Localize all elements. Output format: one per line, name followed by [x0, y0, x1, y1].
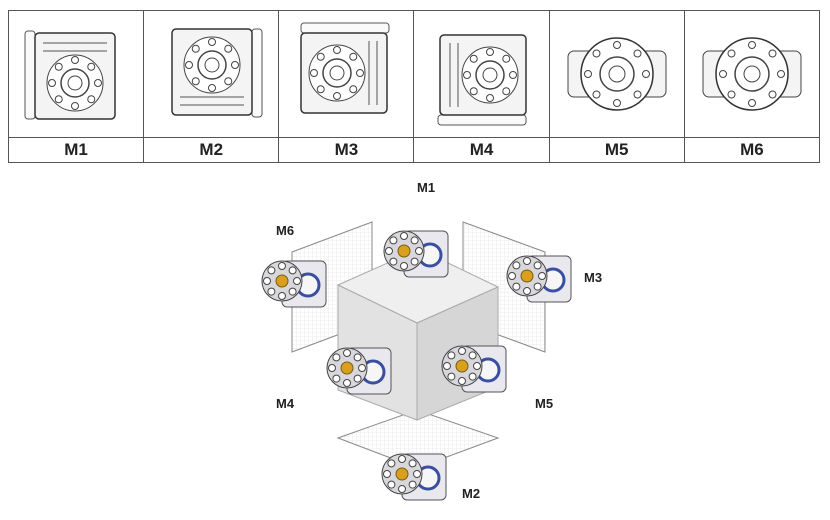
cube-label-m3: M3 — [584, 270, 603, 285]
motor-m1 — [383, 230, 449, 278]
cube-label-m2: M2 — [462, 486, 481, 501]
gearbox-m4-icon — [437, 34, 528, 126]
gearbox-m3-icon — [300, 22, 390, 114]
cube-label-m6: M6 — [276, 223, 295, 238]
motor-m3 — [506, 255, 572, 303]
label-m1: M1 — [7, 137, 145, 163]
cell-m4-image — [413, 10, 550, 138]
cube-label-m4: M4 — [276, 396, 295, 411]
motor-m5 — [441, 345, 507, 393]
output-shaft — [397, 244, 411, 258]
motor-m2 — [381, 453, 447, 501]
output-shaft — [520, 269, 534, 283]
cell-m5-image — [548, 10, 685, 138]
gearbox-m5-icon — [567, 37, 667, 111]
cell-m2-image — [143, 10, 280, 138]
label-m3: M3 — [278, 137, 415, 163]
gearbox-m2-icon — [171, 28, 263, 118]
label-m6: M6 — [683, 137, 821, 163]
cube-label-m1: M1 — [417, 180, 436, 195]
cell-m3-image — [278, 10, 415, 138]
cell-m6-image — [683, 10, 821, 138]
gearbox-m6-icon — [702, 37, 802, 111]
label-m2: M2 — [143, 137, 280, 163]
cube-diagram — [261, 221, 572, 501]
output-shaft — [275, 274, 289, 288]
motor-m6 — [261, 260, 327, 308]
output-shaft — [455, 359, 469, 373]
cell-m1-image — [7, 10, 145, 138]
mounting-positions-table: M1 M2 M3 M4 M5 M6 — [7, 10, 821, 163]
motor-m4 — [326, 347, 392, 395]
label-m4: M4 — [413, 137, 550, 163]
output-shaft — [340, 361, 354, 375]
images-row — [7, 10, 821, 138]
cube-label-m5: M5 — [535, 396, 554, 411]
labels-row: M1 M2 M3 M4 M5 M6 — [7, 137, 821, 163]
gearbox-m1-icon — [24, 30, 116, 120]
label-m5: M5 — [548, 137, 685, 163]
output-shaft — [395, 467, 409, 481]
